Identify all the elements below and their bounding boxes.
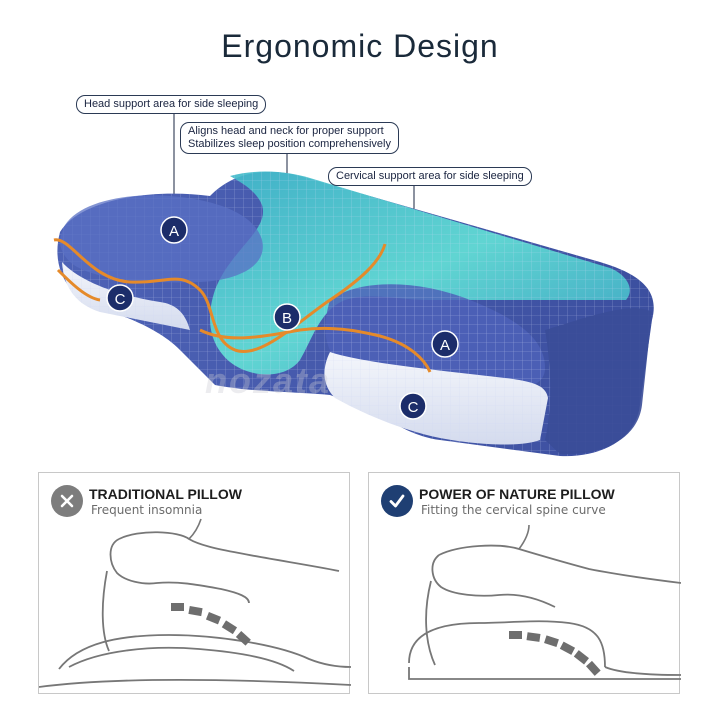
zone-marker-a-right (431, 330, 459, 358)
contour-curve-upper (53, 238, 387, 354)
zone-label-a-left: A (169, 223, 179, 240)
zone-label-a-right: A (440, 337, 450, 354)
spine-dashes-nature (509, 631, 601, 676)
contour-curve-lower (56, 268, 432, 373)
callout-cervical-support: Cervical support area for side sleeping (328, 167, 532, 186)
panel-subtitle-traditional: Frequent insomnia (91, 503, 203, 517)
head-on-contour-pillow-sketch (408, 524, 681, 680)
zone-marker-a-left (160, 216, 188, 244)
page-title: Ergonomic Design (221, 28, 499, 64)
x-icon (51, 485, 83, 517)
callout-head-support: Head support area for side sleeping (76, 95, 267, 114)
zone-label-c-left: C (115, 291, 126, 308)
zone-marker-b (273, 303, 301, 331)
panel-title-nature: POWER OF NATURE PILLOW (419, 486, 615, 502)
pillow-illustration: A B C A C (53, 112, 654, 457)
callout-alignment: Aligns head and neck for proper support … (180, 122, 399, 154)
check-icon (381, 485, 413, 517)
watermark: nozata (205, 360, 332, 401)
panel-traditional-pillow: TRADITIONAL PILLOW Frequent insomnia (38, 472, 351, 694)
zone-label-c-right: C (408, 399, 419, 416)
spine-dashes-traditional (171, 603, 251, 646)
panel-nature-pillow: POWER OF NATURE PILLOW Fitting the cervi… (368, 472, 681, 694)
panel-title-traditional: TRADITIONAL PILLOW (89, 486, 242, 502)
zone-marker-c-right (399, 392, 427, 420)
zone-marker-c-left (106, 284, 134, 312)
panel-subtitle-nature: Fitting the cervical spine curve (421, 503, 606, 517)
head-on-flat-pillow-sketch (39, 518, 351, 688)
callout-alignment-line1: Aligns head and neck for proper support (188, 125, 384, 137)
callout-alignment-line2: Stabilizes sleep position comprehensivel… (188, 138, 391, 150)
zone-label-b: B (282, 310, 292, 327)
